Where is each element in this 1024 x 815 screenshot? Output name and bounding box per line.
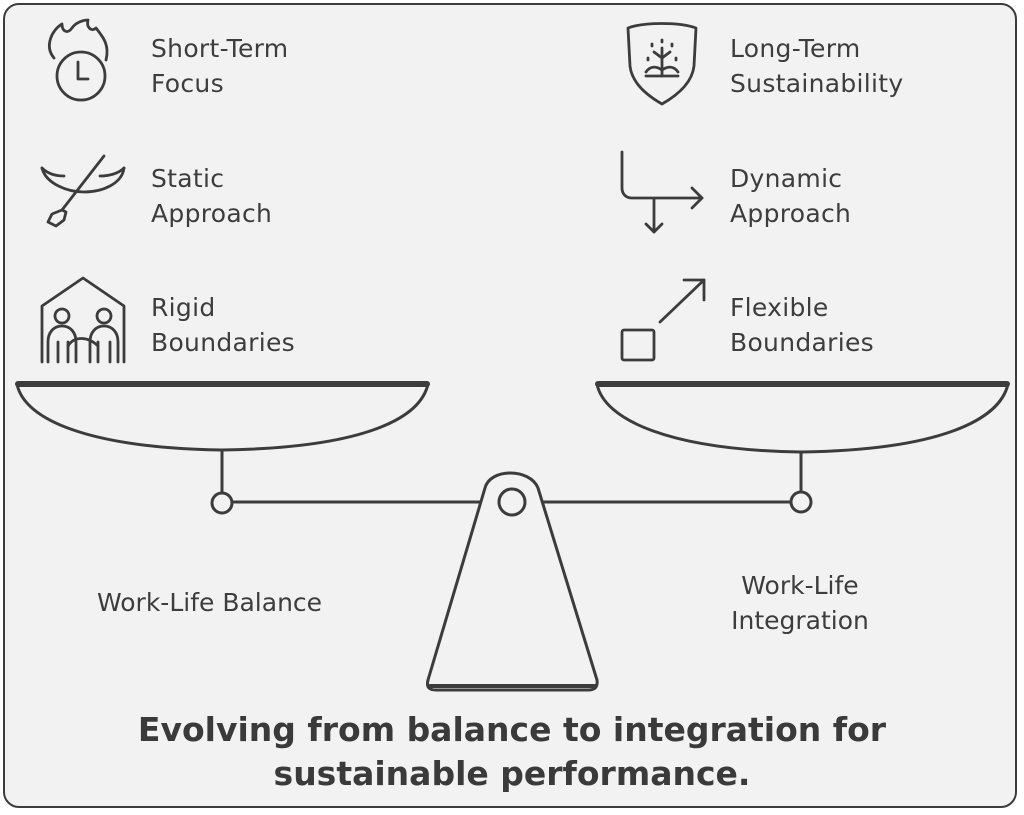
left-pan [15, 382, 430, 452]
left-joint [210, 491, 234, 515]
pivot [497, 487, 527, 517]
burning-clock-icon [48, 18, 109, 102]
right-joint [789, 490, 813, 514]
shield-tree-icon [626, 22, 698, 106]
diagram-caption: Evolving from balance to integration for… [137, 710, 887, 793]
right-pan [595, 382, 1010, 454]
label-work-life-balance: Work-Life Balance [97, 588, 323, 617]
house-people-icon [40, 276, 126, 364]
square-arrow-icon [620, 278, 706, 362]
canoe-paddle-icon [40, 154, 126, 228]
fulcrum [426, 471, 599, 692]
branching-arrows-icon [620, 150, 704, 234]
